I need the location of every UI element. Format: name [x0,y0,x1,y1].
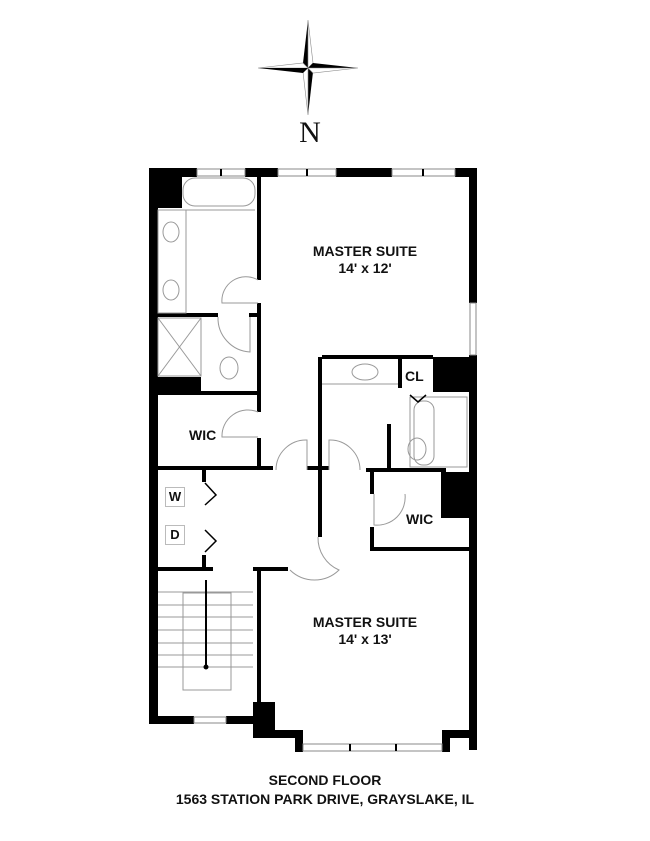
walls [149,168,477,752]
address-caption: 1563 STATION PARK DRIVE, GRAYSLAKE, IL [175,791,475,807]
dryer-label: D [165,525,185,545]
floor-caption: SECOND FLOOR [268,772,382,788]
room-master-suite-north: MASTER SUITE 14' x 12' [295,243,435,277]
room-dimensions: 14' x 12' [338,260,392,276]
room-name: MASTER SUITE [312,243,418,259]
bifold-doors [204,394,427,553]
windows [193,168,477,752]
room-wic-east: WIC [406,511,434,527]
room-wic-west: WIC [189,427,217,443]
room-closet: CL [405,368,424,384]
washer-label: W [165,487,185,507]
fixtures [157,177,468,691]
compass-rose-icon [257,19,359,116]
north-label: N [299,116,321,149]
room-name: MASTER SUITE [312,614,418,630]
room-dimensions: 14' x 13' [338,631,392,647]
room-master-suite-south: MASTER SUITE 14' x 13' [295,614,435,648]
